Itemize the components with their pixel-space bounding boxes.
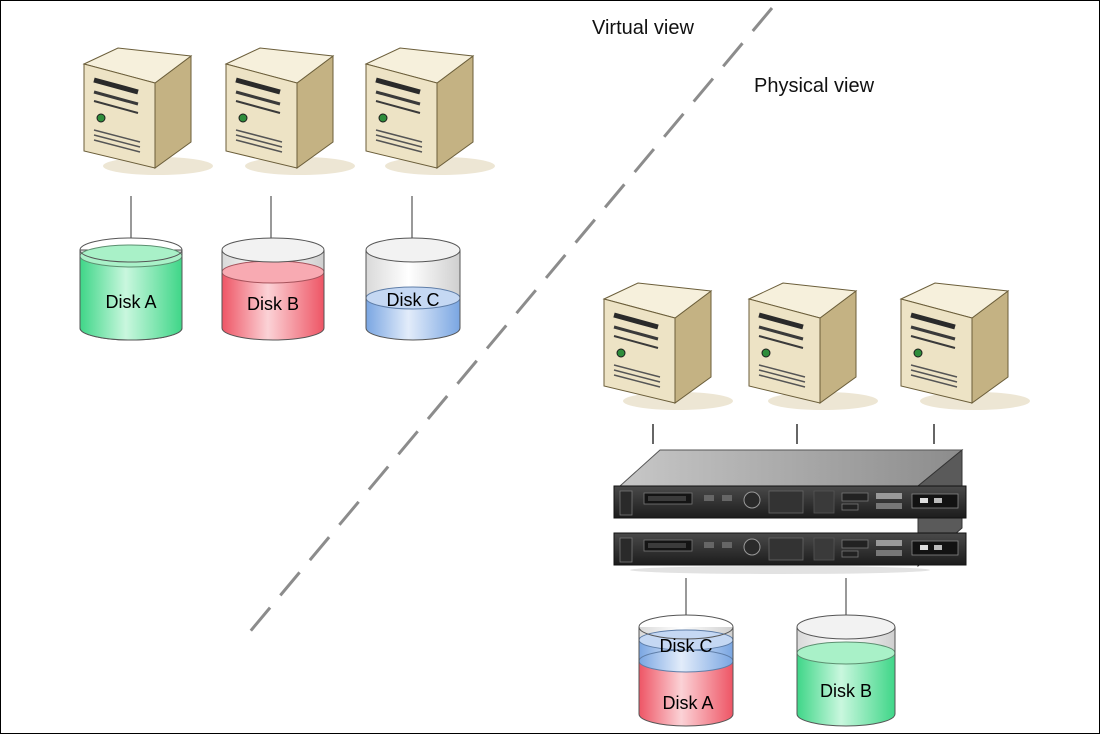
disk-label-bottom: Disk A — [662, 693, 713, 713]
virtual-disk-b: Disk B — [221, 237, 325, 341]
disk-label: Disk A — [105, 292, 156, 312]
appliance-unit-bottom — [613, 532, 967, 566]
physical-disk-b: Disk B — [796, 614, 896, 727]
virtual-view-label: Virtual view — [592, 17, 694, 39]
virtual-server-3-icon — [366, 48, 495, 175]
storage-appliance — [613, 448, 967, 574]
virtual-view-group: Disk A Disk B Disk C — [79, 48, 495, 341]
physical-disk-stack: Disk C Disk A — [638, 614, 734, 727]
disk-label: Disk B — [820, 681, 872, 701]
appliance-unit-top — [613, 485, 967, 519]
physical-view-label: Physical view — [754, 75, 875, 97]
disk-label-top: Disk C — [660, 636, 713, 656]
physical-server-2-icon — [749, 283, 878, 410]
physical-server-1-icon — [604, 283, 733, 410]
disk-label: Disk B — [247, 294, 299, 314]
physical-server-3-icon — [901, 283, 1030, 410]
virtual-server-1-icon — [84, 48, 213, 175]
physical-view-group: Disk C Disk A Disk B — [604, 283, 1030, 727]
virtual-disk-c: Disk C — [365, 237, 461, 341]
disk-label: Disk C — [387, 290, 440, 310]
virtual-disk-a: Disk A — [79, 237, 183, 341]
virtual-server-2-icon — [226, 48, 355, 175]
